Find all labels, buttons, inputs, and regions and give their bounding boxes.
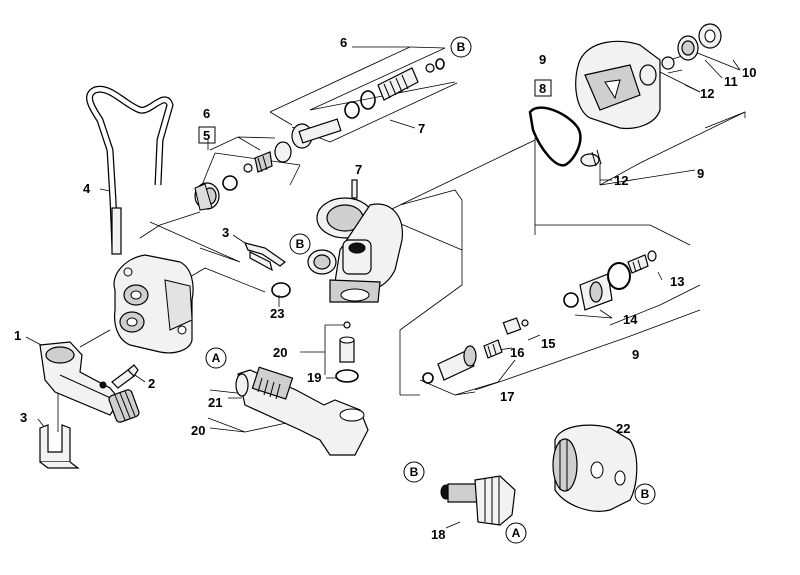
valve-parts-top [291,58,445,149]
callout-1: 1 [14,328,21,343]
connector-a-coupling: A [512,526,521,540]
box-8 [534,79,552,97]
callout-9c: 9 [632,347,639,362]
callout-9a: 9 [539,52,546,67]
callout-11: 11 [724,74,738,89]
valve-parts-center [422,317,529,384]
callout-8: 8 [539,81,546,96]
part-23-o-ring [271,282,291,298]
callout-12b: 12 [614,173,628,188]
callout-19: 19 [307,370,321,385]
callout-20a: 20 [273,345,287,360]
callout-3b: 3 [20,410,27,425]
callout-15: 15 [541,336,555,351]
part-4-lance-wire [86,85,174,255]
valve-body [307,179,403,303]
callout-17: 17 [500,389,514,404]
connector-b-quick: B [641,487,650,501]
part-12-spring [580,149,602,167]
callout-9b: 9 [697,166,704,181]
part-18-coupling [440,475,516,526]
callout-23: 23 [270,306,284,321]
callout-12a: 12 [700,86,714,101]
callout-14: 14 [623,312,638,327]
callout-13: 13 [670,274,684,289]
callout-22: 22 [616,421,630,436]
callout-18: 18 [431,527,445,542]
callout-2: 2 [148,376,155,391]
callout-21: 21 [208,395,222,410]
callout-7a: 7 [418,121,425,136]
part-3-clip-upper [243,242,287,272]
connector-a-hose: A [212,351,221,365]
callout-7b: 7 [355,162,362,177]
pump-housing [113,254,194,354]
callout-6b: 6 [340,35,347,50]
valve-parts-right [563,250,657,311]
part-22-quick-coupling [552,424,638,512]
callout-3a: 3 [222,225,229,240]
connector-markers: B B A B A B [205,36,656,544]
connector-b-coupling: B [410,465,419,479]
valve-parts-left [194,141,292,211]
part-20-hose-connector [235,366,369,456]
callout-10: 10 [742,65,756,80]
connector-b-valve: B [296,237,305,251]
callout-4: 4 [83,181,91,196]
callout-16: 16 [510,345,524,360]
part-3-clip-lower [39,424,80,469]
part-20-valve-stem [335,321,359,383]
part-1-handle-tube [39,341,140,423]
cylinder-head [575,23,722,130]
callout-6a: 6 [203,106,210,121]
connector-b-top: B [457,40,466,54]
box-5 [198,126,216,144]
callout-20b: 20 [191,423,205,438]
part-8-seal [528,106,582,167]
callout-5: 5 [203,128,210,143]
callout-labels: 1 2 3 3 4 5 6 6 7 7 8 9 9 9 10 11 12 12 … [14,35,756,542]
part-2-pin [111,364,139,389]
